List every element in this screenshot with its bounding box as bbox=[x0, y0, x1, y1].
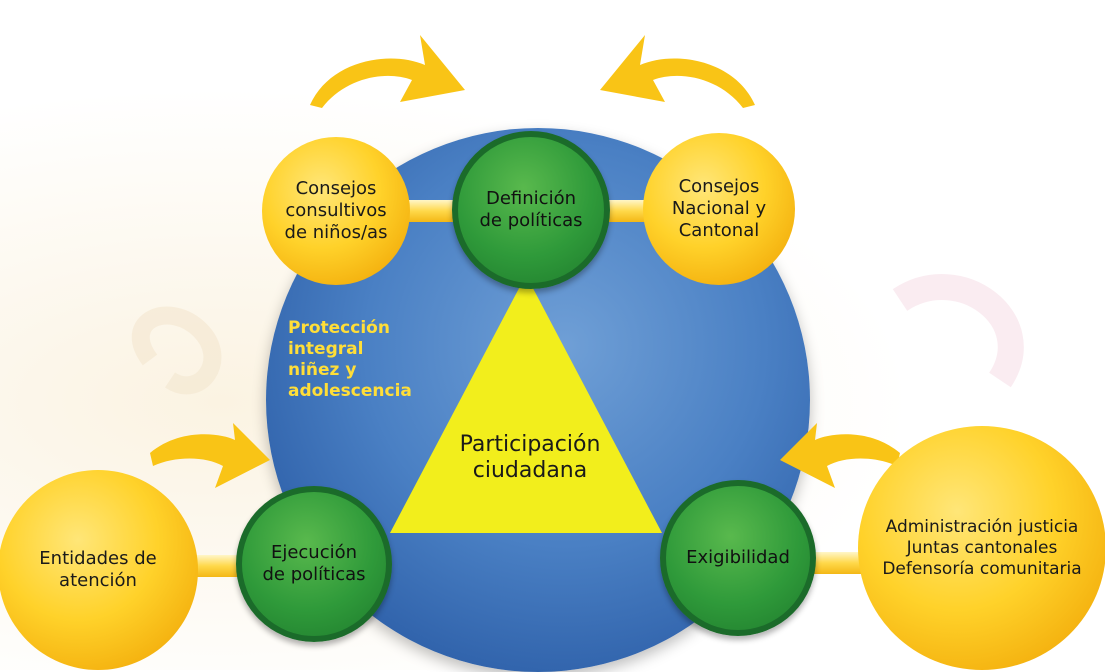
node-administracion-label: Administración justicia Juntas cantonale… bbox=[882, 516, 1082, 579]
participation-triangle bbox=[390, 275, 662, 533]
node-ejecucion: Ejecución de políticas bbox=[236, 486, 392, 642]
node-consejos-nacional-label: Consejos Nacional y Cantonal bbox=[671, 176, 767, 241]
arrow-curve-right bbox=[780, 423, 900, 488]
node-consejos-consultivos-label: Consejos consultivos de niños/as bbox=[284, 178, 388, 243]
protection-label: Protección integral niñez y adolescencia bbox=[288, 318, 412, 401]
node-administracion: Administración justicia Juntas cantonale… bbox=[858, 426, 1105, 670]
node-definicion: Definición de políticas bbox=[452, 131, 610, 289]
node-consejos-consultivos: Consejos consultivos de niños/as bbox=[262, 137, 410, 285]
node-consejos-nacional: Consejos Nacional y Cantonal bbox=[643, 133, 795, 285]
node-entidades: Entidades de atención bbox=[0, 470, 198, 670]
node-ejecucion-label: Ejecución de políticas bbox=[262, 542, 366, 585]
node-exigibilidad: Exigibilidad bbox=[660, 480, 816, 636]
center-label: Participación ciudadana bbox=[459, 432, 601, 483]
node-definicion-label: Definición de políticas bbox=[479, 188, 583, 231]
node-entidades-label: Entidades de atención bbox=[39, 548, 157, 591]
node-exigibilidad-label: Exigibilidad bbox=[686, 547, 790, 568]
arrow-curve-top-right bbox=[600, 35, 755, 108]
arrow-curve-top-left bbox=[310, 35, 465, 108]
arrow-curve-left bbox=[150, 423, 270, 488]
